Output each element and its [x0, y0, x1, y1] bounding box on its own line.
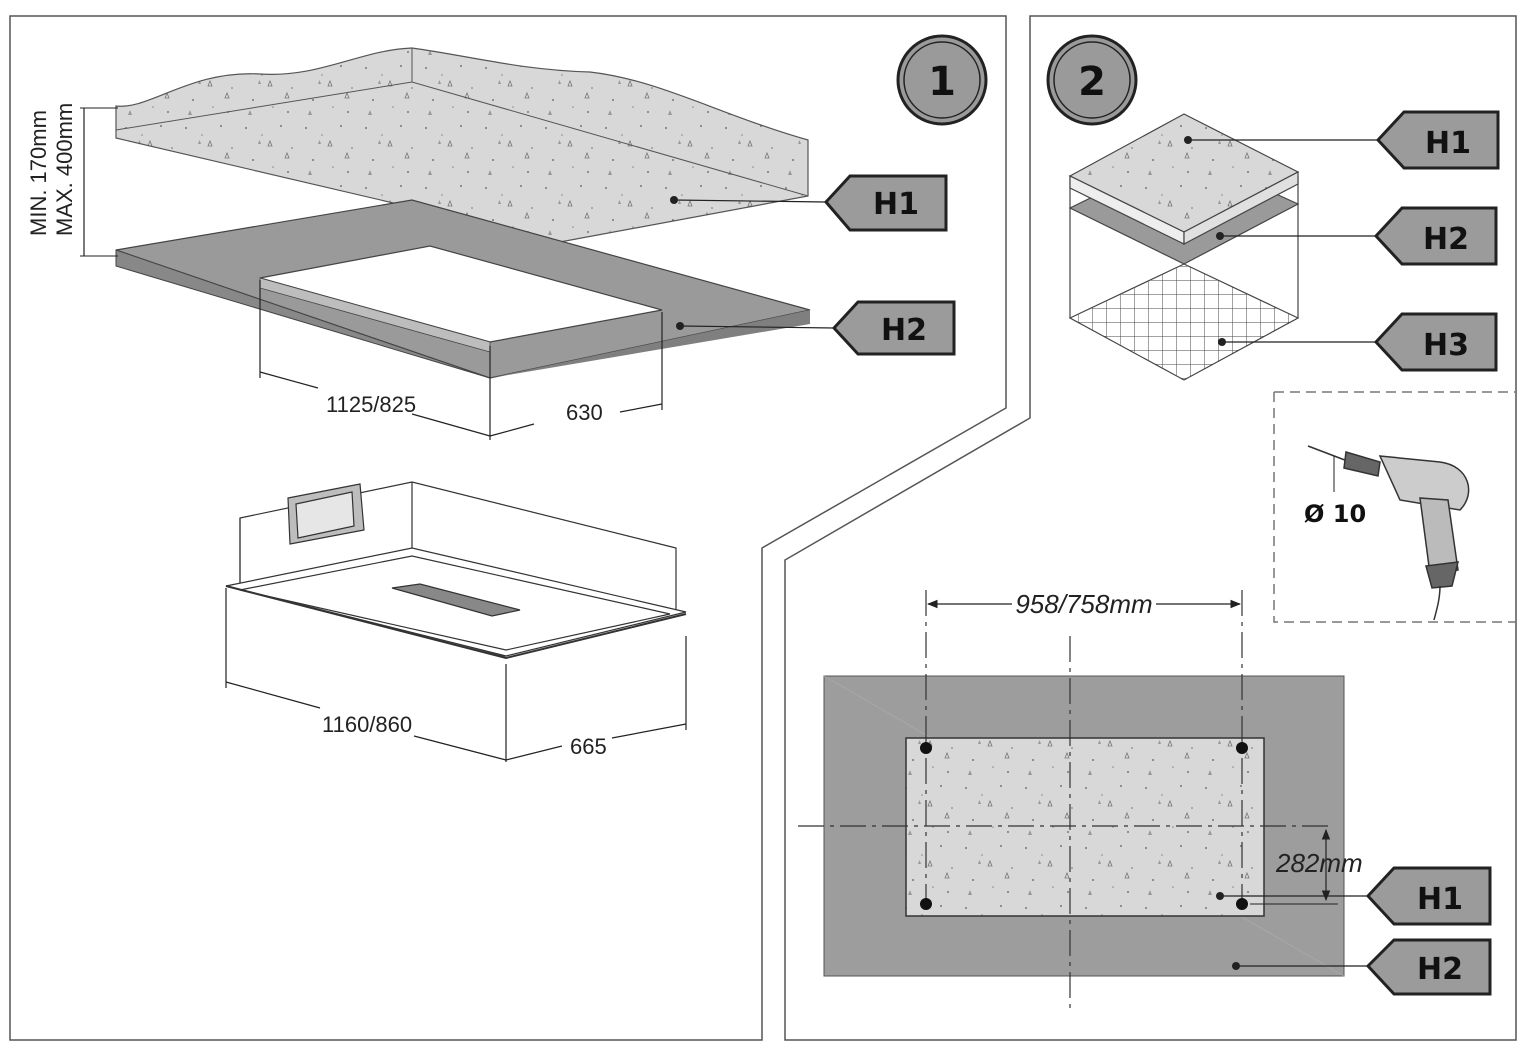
min-height-label: MIN. 170mm — [26, 110, 51, 236]
panel-1: 1 MIN. 170mm MAX. 400mm — [26, 34, 988, 762]
height-dimension: MIN. 170mm MAX. 400mm — [26, 103, 118, 257]
cutout-dimensions — [259, 280, 663, 440]
panel-frames — [9, 15, 1517, 1041]
panel1-tag-h2: H2 — [676, 300, 956, 356]
panel1-tag-h1: H1 — [670, 174, 948, 232]
svg-text:H2: H2 — [881, 313, 927, 348]
unit-dimensions — [225, 588, 687, 762]
step-2-badge: 2 — [1046, 34, 1138, 126]
svg-text:2: 2 — [1078, 59, 1106, 105]
cutout-length-label: 1125/825 — [326, 392, 416, 417]
max-height-label: MAX. 400mm — [52, 103, 77, 236]
panel-2: 2 H1 H2 H3 — [798, 34, 1516, 1014]
plan-view: 958/758mm 282mm — [798, 589, 1363, 1014]
plan-tag-h2: H2 — [1232, 938, 1492, 996]
panel2-tag-h1: H1 — [1184, 110, 1500, 170]
panel2-tag-h2: H2 — [1216, 206, 1498, 266]
svg-text:H2: H2 — [1423, 222, 1469, 257]
cutout-width-label: 630 — [566, 400, 603, 425]
plan-tag-h1: H1 — [1216, 866, 1492, 926]
drill-inset: Ø 10 — [1273, 391, 1516, 623]
drill-icon — [1307, 445, 1470, 621]
mount-hole — [920, 742, 932, 754]
svg-text:H1: H1 — [873, 187, 919, 222]
ceiling-board — [115, 199, 811, 379]
ceiling-slab — [115, 47, 809, 243]
mount-hole — [1236, 898, 1248, 910]
hole-offset-label: 282mm — [1275, 848, 1363, 878]
panel2-tag-h3: H3 — [1218, 312, 1498, 372]
unit-length-label: 1160/860 — [322, 712, 412, 737]
svg-text:H1: H1 — [1425, 126, 1471, 161]
layer-stack — [1068, 113, 1300, 381]
mount-hole — [1236, 742, 1248, 754]
hole-spacing-label: 958/758mm — [1015, 589, 1152, 619]
drill-size-label: Ø 10 — [1304, 500, 1366, 528]
hood-unit — [225, 481, 687, 660]
step-1-badge: 1 — [896, 34, 988, 126]
svg-text:H2: H2 — [1417, 952, 1463, 987]
svg-text:H1: H1 — [1417, 882, 1463, 917]
svg-text:1: 1 — [928, 59, 956, 105]
mount-hole — [920, 898, 932, 910]
unit-width-label: 665 — [570, 734, 607, 759]
svg-text:H3: H3 — [1423, 328, 1469, 363]
